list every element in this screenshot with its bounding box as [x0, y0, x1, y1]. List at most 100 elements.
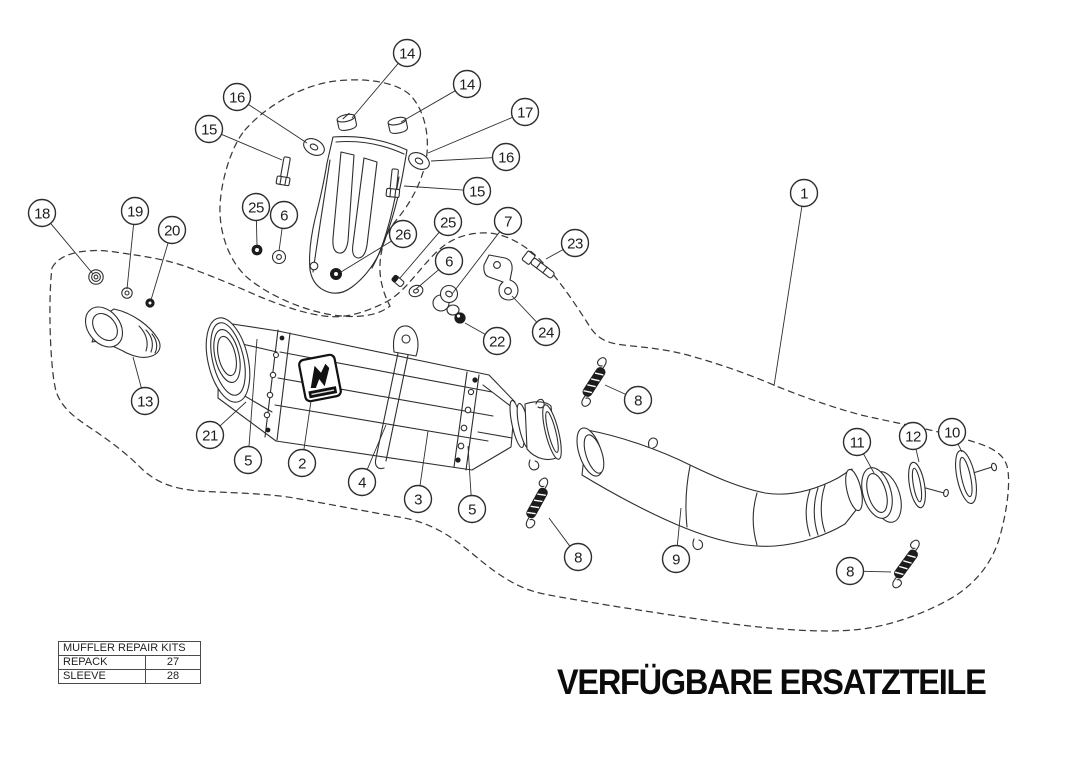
callout-7: 7	[452, 208, 522, 295]
callout-number: 24	[538, 324, 554, 341]
callout-5: 5	[459, 446, 486, 523]
callout-25: 25	[400, 209, 462, 279]
callout-number: 8	[574, 549, 582, 566]
page-title: VERFÜGBARE ERSATZTEILE	[557, 663, 987, 703]
callout-number: 6	[445, 253, 453, 270]
callout-number: 2	[298, 455, 306, 472]
bolt-15-a	[276, 156, 294, 186]
callout-number: 26	[395, 226, 411, 243]
table-header: MUFFLER REPAIR KITS	[58, 641, 201, 656]
callout-number: 18	[34, 205, 50, 222]
callout-18: 18	[29, 200, 94, 275]
clamp-10	[952, 449, 998, 506]
washer-6-b	[408, 283, 425, 298]
akrapovic-badge	[298, 354, 341, 402]
rubber-grommet-26	[330, 268, 341, 279]
callout-22: 22	[465, 323, 511, 355]
nut-20	[146, 299, 154, 307]
bolt-23	[522, 251, 557, 281]
gasket-ring-11	[856, 464, 906, 526]
callout-19: 19	[122, 198, 149, 290]
table-row: SLEEVE 28	[58, 669, 201, 684]
callout-21: 21	[197, 402, 247, 449]
callout-6: 6	[416, 248, 463, 290]
bolt-15-b	[386, 168, 402, 197]
callout-number: 25	[248, 199, 264, 216]
callout-number: 15	[469, 183, 485, 200]
rubber-cap-14-b	[387, 116, 408, 135]
table-row: REPACK 27	[58, 655, 201, 670]
callout-number: 1	[800, 185, 808, 202]
repair-kit-label: SLEEVE	[58, 669, 146, 684]
callout-number: 17	[517, 104, 533, 121]
spring-8-b	[517, 477, 556, 530]
callout-3: 3	[405, 431, 432, 513]
callout-number: 19	[127, 203, 143, 220]
callout-14: 14	[401, 71, 481, 123]
dashed-boundary-heat-shield-group	[220, 80, 427, 317]
callout-number: 23	[567, 235, 583, 252]
callout-5: 5	[235, 339, 262, 474]
callout-10: 10	[939, 419, 966, 453]
callout-number: 22	[489, 333, 505, 350]
callout-1: 1	[774, 180, 818, 387]
callout-number: 16	[229, 89, 245, 106]
callout-16: 16	[431, 144, 520, 171]
callout-24: 24	[512, 296, 560, 346]
callout-13: 13	[132, 357, 159, 415]
muffler-inlet-cone	[478, 385, 565, 470]
callout-4: 4	[349, 425, 387, 496]
callout-8: 8	[605, 385, 652, 414]
akrapovic-arrow-logo	[310, 363, 330, 388]
callout-number: 11	[850, 434, 865, 451]
repair-kit-number: 28	[145, 669, 201, 684]
dashed-boundary-main-assembly	[50, 233, 1009, 631]
callout-number: 8	[634, 392, 642, 409]
pin-25-b	[391, 275, 404, 288]
repair-kit-number: 27	[145, 655, 201, 670]
callout-number: 25	[440, 214, 456, 231]
bracket-24	[484, 255, 518, 300]
callout-17: 17	[428, 99, 539, 154]
callout-number: 14	[399, 45, 415, 62]
callout-number: 6	[280, 207, 288, 224]
muffler-repair-kits-table: MUFFLER REPAIR KITS REPACK 27 SLEEVE 28	[58, 641, 201, 684]
perforated-band-5-a	[264, 330, 290, 440]
callout-number: 12	[905, 428, 921, 445]
callout-8: 8	[549, 518, 592, 571]
callout-23: 23	[546, 230, 589, 260]
callout-9: 9	[663, 508, 690, 573]
callout-number: 20	[164, 222, 180, 239]
callout-6: 6	[271, 202, 298, 252]
callout-number: 5	[244, 452, 252, 469]
washer-6-a	[273, 251, 286, 264]
rubber-cap-14-a	[336, 112, 357, 131]
muffler	[199, 314, 565, 470]
shield-mount-hole	[310, 262, 318, 270]
repair-kit-label: REPACK	[58, 655, 146, 670]
callout-8: 8	[837, 558, 892, 585]
spring-8-c	[884, 538, 927, 589]
washer-pair-7	[433, 286, 458, 312]
cap-nut-22	[447, 305, 465, 323]
callout-number: 8	[846, 563, 854, 580]
callout-26: 26	[341, 221, 417, 273]
spring-8-a	[573, 356, 615, 408]
callout-2: 2	[289, 401, 316, 477]
callout-15: 15	[196, 116, 283, 161]
callout-11: 11	[844, 429, 875, 474]
nut-25-a	[252, 245, 262, 255]
callout-number: 3	[414, 491, 422, 508]
callout-14: 14	[352, 40, 421, 119]
callout-number: 4	[358, 474, 366, 491]
washer-19	[122, 288, 132, 298]
callout-number: 10	[944, 424, 960, 441]
callout-number: 5	[468, 501, 476, 518]
link-pipe-9	[572, 425, 866, 550]
callout-number: 7	[504, 213, 512, 230]
callout-number: 9	[672, 551, 680, 568]
callout-12: 12	[900, 423, 927, 463]
heat-shield	[310, 137, 407, 294]
